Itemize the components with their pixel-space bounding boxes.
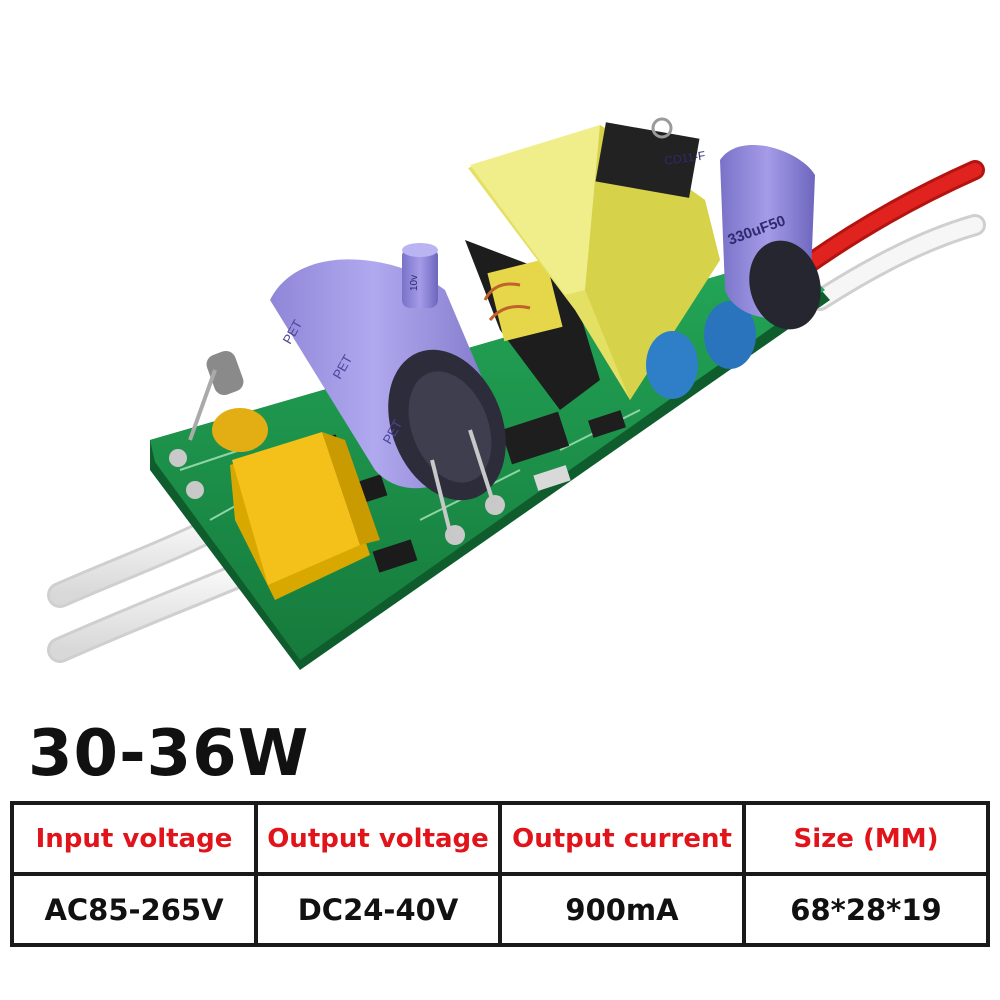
blue-y-capacitors bbox=[646, 301, 756, 399]
spec-value-row: AC85-265V DC24-40V 900mA 68*28*19 bbox=[10, 872, 990, 947]
led-driver-photo: PET PET PET 10v CD11-F 330uF50 bbox=[47, 117, 986, 670]
tiny-capacitor: 10v bbox=[402, 243, 438, 308]
header-output-voltage: Output voltage bbox=[254, 801, 502, 876]
spec-header-row: Input voltage Output voltage Output curr… bbox=[10, 801, 990, 876]
header-input-voltage: Input voltage bbox=[10, 801, 258, 876]
spec-table: Input voltage Output voltage Output curr… bbox=[10, 801, 990, 947]
wattage-title: 30-36W bbox=[28, 717, 310, 791]
large-electrolytic-capacitor: PET PET PET bbox=[270, 259, 506, 541]
small-yellow-capacitor bbox=[188, 350, 268, 452]
value-output-current: 900mA bbox=[498, 872, 746, 947]
x2-capacitor bbox=[230, 432, 380, 600]
value-input-voltage: AC85-265V bbox=[10, 872, 258, 947]
header-output-current: Output current bbox=[498, 801, 746, 876]
tiny-cap-mark: 10v bbox=[409, 275, 420, 291]
value-size: 68*28*19 bbox=[742, 872, 990, 947]
value-output-voltage: DC24-40V bbox=[254, 872, 502, 947]
small-cap-top-mark: CD11-F bbox=[663, 148, 706, 168]
header-size: Size (MM) bbox=[742, 801, 990, 876]
output-wires bbox=[790, 160, 986, 311]
output-electrolytic-capacitor: CD11-F 330uF50 bbox=[595, 117, 821, 330]
